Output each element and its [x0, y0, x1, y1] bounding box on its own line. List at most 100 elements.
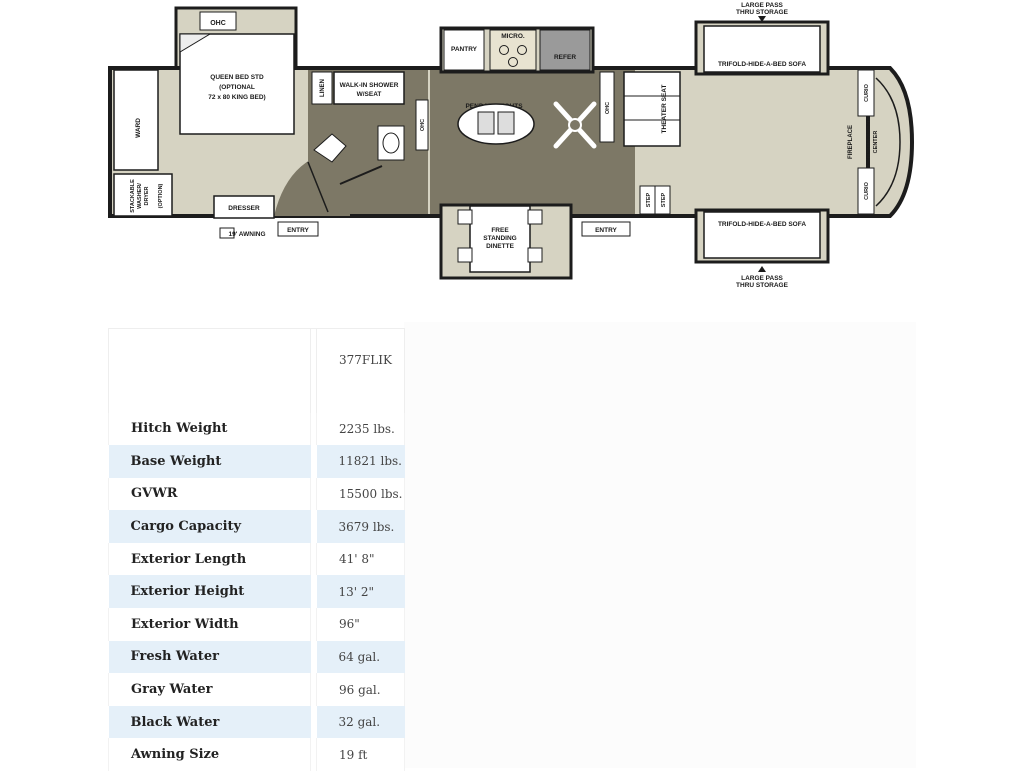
dresser [213, 195, 275, 219]
rv-floorplan-diagram: OHC QUEEN BED STD (OPTIONAL 72 x 80 KING… [108, 2, 915, 289]
step-label: STEP [661, 192, 667, 207]
queen-bed [179, 33, 295, 135]
spec-value: 41' 8" [316, 542, 405, 576]
bath-door [339, 165, 383, 185]
awning-mark [219, 227, 235, 239]
spec-label: Base Weight [108, 445, 311, 478]
walk-in-shower [333, 71, 405, 105]
table-row: Awning Size 19 ft [108, 738, 405, 771]
arrow-down-icon [758, 16, 766, 22]
washer-label: WASHER/ [137, 183, 143, 209]
storage-label: LARGE PASS [741, 2, 783, 9]
table-header-row: 377FLIK [108, 328, 405, 413]
table-row: Fresh Water 64 gal. [108, 640, 405, 674]
spec-value: 3679 lbs. [316, 510, 405, 543]
ohc-cabinet-bath [415, 99, 429, 151]
column-gap [310, 445, 317, 478]
washer-label: STACKABLE [130, 179, 136, 213]
linen-closet [311, 71, 333, 105]
table-row: Exterior Height 13' 2" [108, 575, 405, 609]
column-gap [310, 738, 317, 771]
column-gap [310, 673, 317, 706]
sofa-label: TRIFOLD-HIDE-A-BED SOFA [718, 221, 806, 228]
table-row: Black Water 32 gal. [108, 705, 405, 739]
curio-label: CURIO [864, 83, 870, 101]
spec-value: 96 gal. [316, 673, 405, 706]
column-gap [310, 575, 317, 609]
spec-label: Fresh Water [108, 640, 311, 674]
wardrobe-label: WARD [135, 118, 142, 138]
ohc-label: OHC [605, 102, 611, 114]
storage-label: THRU STORAGE [736, 9, 789, 16]
dinette-label: DINETTE [486, 243, 514, 250]
island-sink [477, 111, 495, 135]
dinette-label: FREE [491, 227, 509, 234]
theater-seat [623, 71, 681, 147]
micro-label: MICRO. [501, 33, 525, 40]
table-row: Exterior Length 41' 8" [108, 542, 405, 576]
storage-label: LARGE PASS [741, 275, 783, 282]
storage-label: THRU STORAGE [736, 282, 789, 289]
table-row: Base Weight 11821 lbs. [108, 445, 405, 478]
spec-label: Exterior Height [108, 575, 311, 609]
sofa-label: TRIFOLD-HIDE-A-BED SOFA [718, 61, 806, 68]
column-gap [310, 542, 317, 576]
ohc-cabinet-bedroom [199, 11, 237, 31]
bed-label: QUEEN BED STD [210, 74, 264, 81]
entertainment-label: ENTERTAINMENT [866, 118, 872, 165]
model-name: 377FLIK [316, 328, 405, 413]
washer-label: DRYER [144, 186, 150, 205]
spec-label: Exterior Length [108, 542, 311, 576]
island-sink [497, 111, 515, 135]
spec-value: 64 gal. [316, 640, 405, 674]
header-empty-cell [108, 328, 311, 413]
dresser-label: DRESSER [228, 205, 260, 212]
table-row: Hitch Weight 2235 lbs. [108, 412, 405, 446]
ohc-label: OHC [420, 119, 426, 131]
entry-floor [274, 150, 350, 216]
theater-seat-label: THEATER SEAT [661, 85, 668, 134]
awning-label: 19' AWNING [228, 231, 265, 238]
spec-label: Exterior Width [108, 608, 311, 641]
curio-label: CURIO [864, 181, 870, 199]
washer-option-label: (OPTION) [158, 183, 164, 208]
spec-value: 15500 lbs. [316, 477, 405, 511]
linen-label: LINEN [320, 79, 326, 97]
ohc-cabinet-kitchen [599, 71, 615, 143]
refrigerator [539, 29, 591, 71]
table-row: GVWR 15500 lbs. [108, 477, 405, 511]
refer-label: REFER [554, 54, 576, 61]
pantry [443, 29, 485, 71]
spec-value: 13' 2" [316, 575, 405, 609]
pantry-label: PANTRY [451, 46, 478, 53]
kitchen-island [457, 103, 535, 145]
bed-label: 72 x 80 KING BED) [208, 94, 265, 101]
spec-label: Hitch Weight [108, 412, 311, 446]
column-gap [310, 412, 317, 446]
bed-label: (OPTIONAL [219, 84, 255, 91]
front-cap [866, 66, 915, 218]
empty-content-area [404, 322, 916, 768]
column-gap [310, 477, 317, 511]
table-row: Cargo Capacity 3679 lbs. [108, 510, 405, 543]
bath-sink [377, 125, 405, 161]
spec-value: 96" [316, 608, 405, 641]
spec-value: 11821 lbs. [316, 445, 405, 478]
column-gap [310, 608, 317, 641]
front-entry-step [581, 221, 631, 237]
spec-value: 32 gal. [316, 705, 405, 739]
dinette-table [469, 205, 531, 273]
spec-label: Awning Size [108, 738, 311, 771]
sofa-bottom [703, 211, 821, 259]
front-entry-label: ENTRY [595, 227, 617, 234]
spec-label: Black Water [108, 705, 311, 739]
dinette-label: STANDING [483, 235, 516, 242]
column-gap [310, 328, 317, 413]
curio-bottom [857, 167, 875, 215]
spec-value: 2235 lbs. [316, 412, 405, 446]
arrow-up-icon [758, 266, 766, 272]
column-gap [310, 510, 317, 543]
sofa-top [703, 25, 821, 73]
spec-value: 19 ft [316, 738, 405, 771]
table-row: Exterior Width 96" [108, 608, 405, 641]
